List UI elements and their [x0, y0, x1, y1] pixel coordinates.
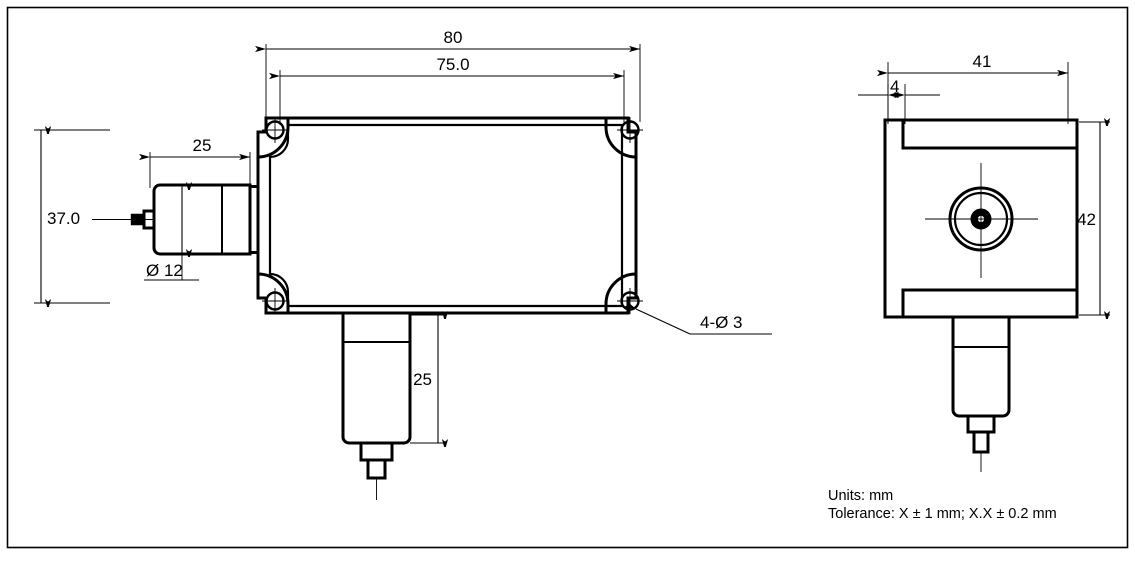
dim-front-overall-width-label: 80	[444, 28, 463, 47]
dim-front-hole-pitch-width: 75.0	[269, 55, 624, 80]
dim-front-hole-pitch-width-label: 75.0	[436, 55, 469, 74]
front-view-mounting-holes	[262, 117, 643, 314]
dim-front-side-connector-offset-label: 25	[193, 136, 212, 155]
front-view-extension-lines	[265, 44, 641, 125]
callout-mounting-holes-label: 4-Ø 3	[700, 313, 743, 332]
callout-mounting-holes: 4-Ø 3	[623, 300, 772, 335]
side-view-bottom-connector	[951, 317, 1011, 472]
front-view-side-connector	[92, 183, 258, 256]
front-view-enclosure-body	[256, 116, 638, 315]
dim-side-overall-width: 41	[877, 52, 1068, 77]
front-view-bottom-connector	[341, 313, 412, 500]
front-view-inner-wall	[268, 123, 624, 308]
dim-front-side-connector-diameter-label: Ø 12	[146, 261, 183, 280]
dim-front-side-connector-offset: 25	[139, 136, 251, 188]
sheet-border	[6, 6, 1129, 549]
notes-block: Units: mm Tolerance: X ± 1 mm; X.X ± 0.2…	[828, 488, 1057, 522]
front-view-corner-lugs	[256, 116, 638, 315]
dim-front-bottom-connector-length: 25	[410, 315, 446, 443]
dim-side-overall-height-label: 42	[1077, 210, 1096, 229]
dim-front-bottom-connector-length-label: 25	[413, 370, 432, 389]
dim-side-flange-step-label: 4	[890, 77, 899, 96]
side-view-top-band	[901, 120, 1077, 150]
side-view-center-connector	[925, 163, 1038, 278]
dim-side-overall-height: 42	[1077, 122, 1100, 315]
side-view: 41 4 42	[858, 52, 1110, 472]
side-view-bottom-band	[901, 288, 1077, 317]
front-view: 80 75.0 37.0 25	[34, 28, 772, 500]
dim-front-overall-height: 37.0	[34, 130, 110, 303]
dim-front-side-connector-diameter: Ø 12	[144, 186, 199, 281]
dim-front-overall-width: 80	[255, 28, 640, 53]
side-view-body	[883, 118, 1079, 319]
units-note: Units: mm	[828, 488, 893, 504]
dim-side-overall-width-label: 41	[973, 52, 992, 71]
dim-side-flange-step: 4	[858, 77, 940, 99]
dim-front-overall-height-label: 37.0	[47, 209, 80, 228]
tolerance-note: Tolerance: X ± 1 mm; X.X ± 0.2 mm	[828, 506, 1057, 522]
